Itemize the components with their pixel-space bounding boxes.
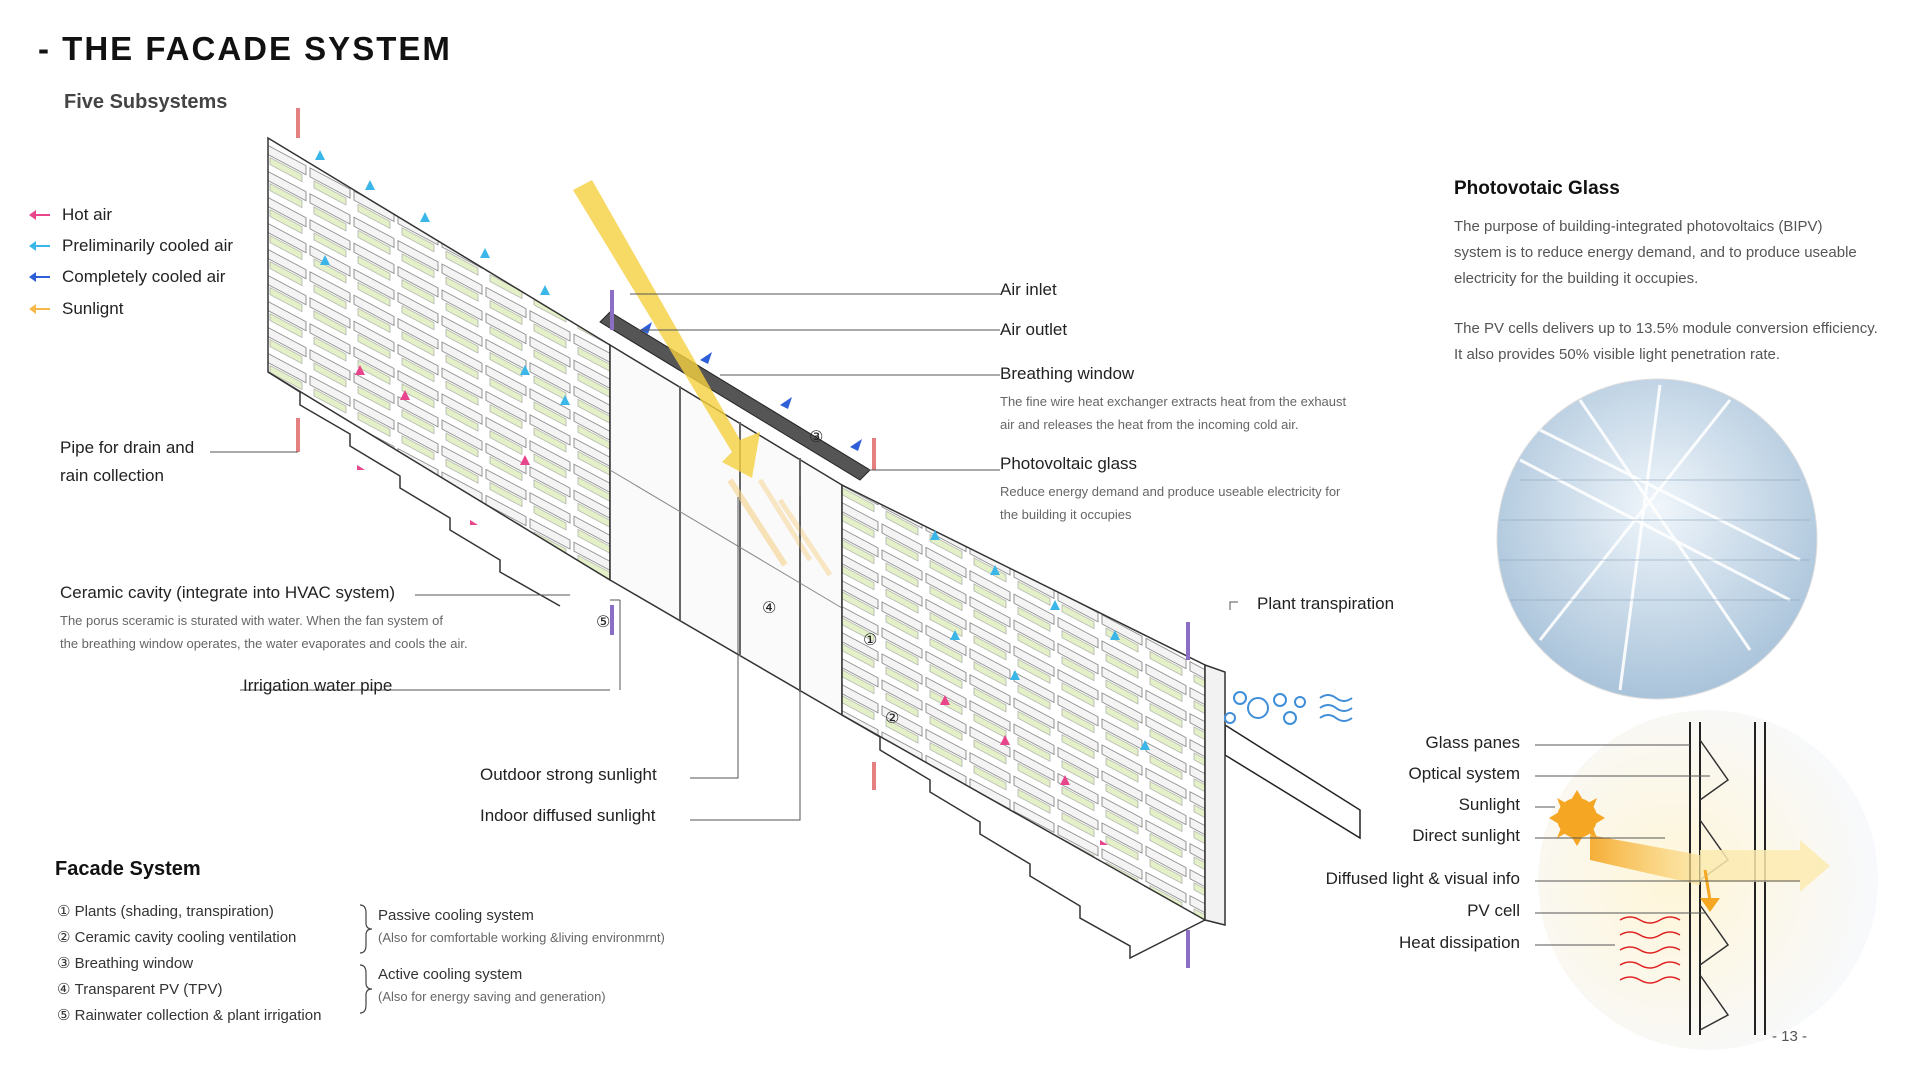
sunlight-arrows	[573, 180, 833, 577]
pv-section-title: Photovotaic Glass	[1454, 178, 1620, 199]
arrow-icon	[29, 241, 50, 251]
passive-cooling-label: Passive cooling system	[378, 907, 534, 924]
list-item: ④ Transparent PV (TPV)	[57, 980, 223, 999]
callout-pipe-drain-line1: Pipe for drain and	[60, 438, 195, 457]
legend-item-preliminarily-cooled-air: Preliminarily cooled air	[29, 234, 233, 258]
legend-item-hot-air: Hot air	[29, 203, 112, 227]
callout-pv-title: Photovoltaic glass	[1000, 454, 1138, 473]
detail-label-direct-sunlight: Direct sunlight	[1412, 826, 1520, 845]
detail-label-heat-dissipation: Heat dissipation	[1399, 933, 1520, 952]
callout-breathing-note1: The fine wire heat exchanger extracts he…	[1000, 394, 1347, 409]
callout-pv-note2: the building it occupies	[1000, 507, 1132, 522]
glass-section	[609, 343, 843, 717]
arrow-icon	[29, 304, 50, 314]
detail-label-pv-cell: PV cell	[1467, 901, 1520, 920]
legend-item-completely-cooled-air: Completely cooled air	[29, 265, 225, 289]
page-subtitle: Five Subsystems	[64, 91, 228, 113]
pv-glass-photo	[1496, 378, 1818, 700]
list-item: ⑤ Rainwater collection & plant irrigatio…	[57, 1006, 322, 1025]
callout-ceramic-title: Ceramic cavity (integrate into HVAC syst…	[60, 583, 396, 602]
pv-detail-diagram	[1535, 710, 1878, 1050]
detail-label-sunlight: Sunlight	[1458, 795, 1520, 814]
pv-paragraph2-line2: It also provides 50% visible light penet…	[1454, 346, 1781, 363]
facade-system-list: ① Plants (shading, transpiration) ② Cera…	[57, 898, 321, 1028]
detail-label-optical-system: Optical system	[1408, 764, 1520, 783]
pipes	[296, 108, 1190, 968]
marker-4: ④	[762, 600, 777, 617]
pv-paragraph1-line3: electricity for the building it occupies…	[1454, 270, 1699, 287]
marker-5: ⑤	[596, 614, 611, 631]
callout-air-inlet: Air inlet	[1000, 280, 1057, 299]
air-flow-arrows	[315, 150, 1150, 845]
callout-ceramic-note2: the breathing window operates, the water…	[60, 636, 468, 651]
page-title: - THE FACADE SYSTEM	[38, 30, 452, 67]
arrow-icon	[29, 210, 50, 220]
page-number: - 13 -	[1772, 1028, 1808, 1045]
active-cooling-label: Active cooling system	[378, 966, 523, 983]
transpiration-bubbles	[1224, 691, 1353, 725]
braces	[359, 904, 373, 1014]
callout-pv-note1: Reduce energy demand and produce useable…	[1000, 484, 1341, 499]
leader-lines	[210, 293, 1238, 821]
callout-breathing-note2: air and releases the heat from the incom…	[1000, 417, 1299, 432]
list-item: ③ Breathing window	[57, 954, 194, 973]
pv-paragraph1-line1: The purpose of building-integrated photo…	[1454, 218, 1823, 235]
callout-indoor-sunlight: Indoor diffused sunlight	[480, 806, 656, 825]
marker-3: ③	[809, 429, 824, 446]
facade-panel-right	[841, 483, 1206, 922]
facade-system-title: Facade System	[55, 858, 201, 880]
callout-air-outlet: Air outlet	[1000, 320, 1068, 339]
callout-pipe-drain-line2: rain collection	[60, 466, 164, 485]
callout-plant-transpiration: Plant transpiration	[1257, 594, 1395, 613]
legend-item-sunlight: Sunlignt	[29, 297, 123, 321]
callout-ceramic-note1: The porus sceramic is sturated with wate…	[60, 613, 443, 628]
callout-breathing-title: Breathing window	[1000, 364, 1135, 383]
arrow-icon	[29, 272, 50, 282]
marker-1: ①	[863, 632, 878, 649]
detail-label-glass-panes: Glass panes	[1425, 733, 1521, 752]
marker-2: ②	[885, 710, 900, 727]
pv-paragraph1-line2: system is to reduce energy demand, and t…	[1454, 244, 1857, 261]
callout-outdoor-sunlight: Outdoor strong sunlight	[480, 765, 657, 784]
passive-cooling-note: (Also for comfortable working &living en…	[378, 930, 665, 945]
list-item: ② Ceramic cavity cooling ventilation	[57, 928, 297, 947]
detail-label-diffused-light: Diffused light & visual info	[1325, 869, 1520, 888]
callout-irrigation: Irrigation water pipe	[243, 676, 393, 695]
pv-paragraph2-line1: The PV cells delivers up to 13.5% module…	[1454, 320, 1878, 337]
list-item: ① Plants (shading, transpiration)	[57, 902, 274, 921]
facade-panel-left	[267, 136, 611, 582]
active-cooling-note: (Also for energy saving and generation)	[378, 989, 606, 1004]
